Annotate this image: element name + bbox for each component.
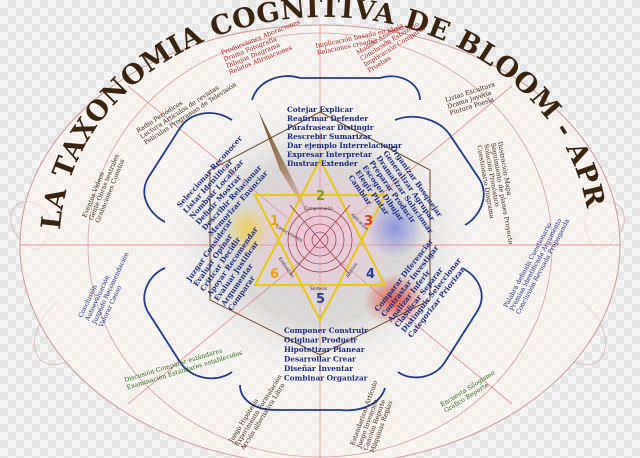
stage-num-5: 5 <box>316 292 325 307</box>
stage-num-4: 4 <box>366 267 375 282</box>
verb-line-comprension-5: Expresar Interpretar <box>287 150 372 159</box>
stage-label-comprension: Comprensión <box>304 205 333 212</box>
verb-line-sintesis-2: Hipotetizar Planear <box>284 345 365 354</box>
verb-line-comprension-0: Cotejar Explicar <box>287 105 353 114</box>
star-hexagram <box>253 157 387 323</box>
blue-glow <box>367 198 423 258</box>
verb-line-comprension-2: Parafrasear Distingir <box>287 123 374 132</box>
stage-num-2: 2 <box>316 189 325 204</box>
verb-line-sintesis-0: Componer Construir <box>284 326 368 335</box>
center-target <box>287 204 353 276</box>
red-glow <box>363 274 427 326</box>
stage-num-1: 1 <box>270 214 279 229</box>
stage-label-sintesis: Síntesis <box>310 285 328 292</box>
verb-line-comprension-3: Rescrebir Sumarizar <box>287 132 372 141</box>
inner-hexagon <box>209 111 431 356</box>
stage-num-6: 6 <box>270 267 279 282</box>
petal-segments <box>143 75 485 412</box>
verb-line-comprension-4: Dar ejemplo Interrelacionar <box>287 141 402 150</box>
verb-line-comprension-6: Ilustrar Extender <box>287 159 358 168</box>
verb-line-sintesis-5: Combinar Organizar <box>284 374 368 383</box>
verb-line-sintesis-1: Originar Producir <box>284 336 357 345</box>
stage-numbers: 1 2 3 4 5 6 <box>270 189 375 307</box>
verb-line-sintesis-3: Desarrollar Crear <box>284 355 356 364</box>
verb-line-comprension-1: Reafirmar Defender <box>287 114 368 123</box>
stage-num-3: 3 <box>364 214 373 229</box>
verb-line-sintesis-4: Diseñar Inventar <box>284 364 353 373</box>
yellow-glow <box>226 204 270 256</box>
pink-glow <box>235 160 405 310</box>
